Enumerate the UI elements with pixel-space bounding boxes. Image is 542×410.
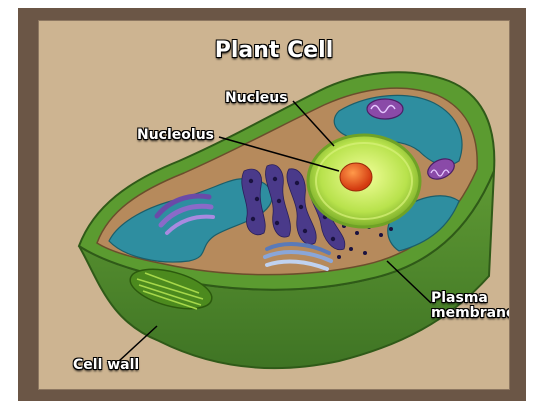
plasma-label-line2: membrane — [431, 306, 510, 321]
picture-frame: Plant Cell Nucleus Nucleolus Plasma memb… — [18, 8, 526, 401]
plant-cell-diagram — [39, 21, 509, 389]
diagram-panel: Plant Cell Nucleus Nucleolus Plasma memb… — [38, 20, 510, 390]
nucleolus — [340, 163, 372, 191]
nucleolus-label: Nucleolus — [137, 128, 214, 143]
cell-wall-pointer — [119, 326, 157, 361]
mitochondrion-top — [367, 99, 403, 119]
diagram-title: Plant Cell — [39, 39, 509, 62]
plasma-label-line1: Plasma — [431, 291, 510, 306]
plasma-membrane-label: Plasma membrane — [431, 291, 510, 320]
nucleus-label: Nucleus — [225, 91, 288, 106]
cell-wall-label: Cell wall — [73, 358, 139, 373]
